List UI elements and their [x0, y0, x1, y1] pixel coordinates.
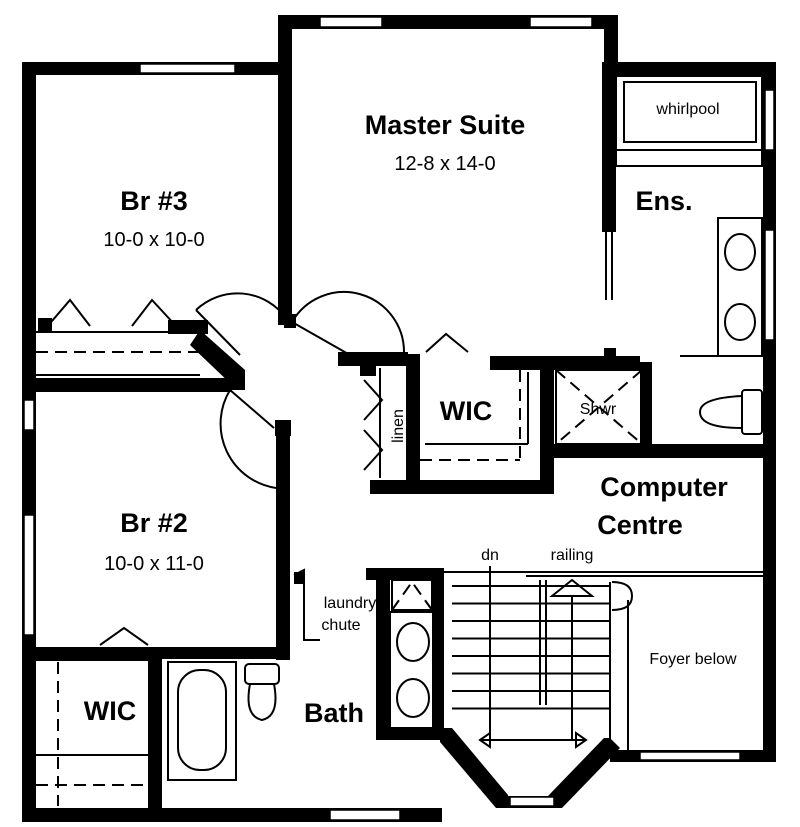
linen-label: linen — [390, 409, 407, 443]
br3-name: Br #3 — [120, 186, 188, 216]
master-closets — [338, 62, 640, 494]
whirlpool-label: whirlpool — [655, 101, 719, 118]
master-suite-name: Master Suite — [365, 110, 526, 140]
hall-doors — [195, 290, 405, 660]
windows — [23, 16, 775, 821]
br2-size: 10-0 x 11-0 — [104, 553, 204, 575]
labels: Master Suite 12-8 x 14-0 Br #3 10-0 x 10… — [84, 101, 737, 728]
computer-centre-line1: Computer — [600, 472, 728, 502]
stairs-down-label: dn — [481, 547, 499, 564]
br3-size: 10-0 x 10-0 — [103, 229, 204, 251]
railing-label: railing — [551, 547, 594, 564]
master-suite-size: 12-8 x 14-0 — [394, 153, 495, 175]
bedroom-3 — [22, 298, 245, 392]
shower-label: Shwr — [580, 401, 617, 418]
bathroom — [167, 568, 444, 781]
computer-centre-line2: Centre — [597, 510, 683, 540]
bedroom-2 — [22, 626, 290, 822]
ensuite-name: Ens. — [635, 186, 692, 216]
laundry-chute-line1: laundry — [324, 595, 376, 612]
stairs — [440, 566, 763, 808]
laundry-chute-line2: chute — [321, 617, 360, 634]
ensuite — [548, 75, 763, 458]
bath-label: Bath — [304, 698, 364, 728]
br2-name: Br #2 — [120, 508, 188, 538]
br2-wic-label: WIC — [84, 696, 136, 726]
foyer-label: Foyer below — [649, 651, 737, 668]
master-wic-label: WIC — [440, 396, 492, 426]
